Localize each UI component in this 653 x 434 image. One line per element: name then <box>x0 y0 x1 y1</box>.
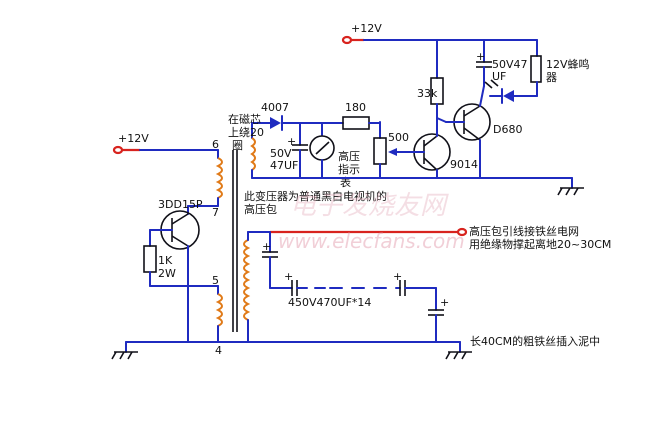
transistor-d680-label: D680 <box>493 123 522 136</box>
resistor-180-label: 180 <box>345 101 366 114</box>
terminal-icon <box>341 35 353 45</box>
pin-5: 5 <box>212 274 219 287</box>
transistor-9014-label: 9014 <box>450 158 478 171</box>
meter-label-3: 表 <box>340 175 351 189</box>
led-icon <box>484 79 514 104</box>
terminal-icon-left <box>112 145 124 155</box>
winding-note-2: 上绕20 <box>228 126 264 139</box>
svg-text:+: + <box>393 270 402 283</box>
watermark-url: www.elecfans.com <box>278 229 465 253</box>
transistor-3dd15p-label: 3DD15P <box>158 198 203 211</box>
meter-label-1: 高压 <box>338 149 360 163</box>
sensing-branch: + <box>251 115 381 179</box>
resistor-33k <box>430 39 444 119</box>
diode-icon <box>270 117 281 129</box>
resistor-1k-power: 2W <box>158 267 176 280</box>
left-supply-label: +12V <box>118 132 149 145</box>
buzzer-icon <box>513 39 542 97</box>
transformer-note-1: 此变压器为普通黑白电视机的 <box>244 189 387 203</box>
return-line <box>251 177 584 196</box>
buzzer-label-2: 器 <box>546 71 557 84</box>
meter-label-2: 指示 <box>338 162 360 176</box>
capacitor-chain-label: 450V470UF*14 <box>288 296 371 309</box>
transistor-d680 <box>445 85 491 179</box>
cap-value-label: UF <box>492 70 506 83</box>
primary-winding <box>187 149 223 215</box>
svg-text:+: + <box>284 270 293 283</box>
svg-text:+: + <box>287 135 296 148</box>
hv-output <box>270 227 468 237</box>
sense-coil <box>250 122 256 179</box>
transformer-note-2: 高压包 <box>244 202 277 216</box>
svg-text:+: + <box>262 240 271 253</box>
diode-label: 4007 <box>261 101 289 114</box>
resistor-33k-label: 33k <box>417 87 438 100</box>
watermark-brand: 电子发烧友网 <box>290 191 449 221</box>
winding-note-1: 在磁芯 <box>228 112 261 126</box>
capacitor-50v47: + <box>476 39 492 87</box>
transformer-core <box>232 150 238 332</box>
pin-4: 4 <box>215 344 222 357</box>
output-note-2: 用绝缘物撑起离地20~30CM <box>469 237 611 251</box>
winding-note-3: 圈 <box>232 139 243 152</box>
pin-6: 6 <box>212 138 219 151</box>
top-supply <box>341 35 538 45</box>
ground-bus <box>111 341 472 360</box>
svg-text:+: + <box>440 296 449 309</box>
svg-text:+: + <box>476 50 485 63</box>
secondary-winding <box>243 231 271 343</box>
capacitor-chain: + + + + <box>262 231 449 343</box>
resistor-180 <box>342 116 370 130</box>
cap-voltage-label: 50V47 <box>492 58 528 71</box>
cap-50v-label: 50V <box>270 147 292 160</box>
output-note-1: 高压包引线接铁丝电网 <box>469 224 579 238</box>
top-supply-label: +12V <box>351 22 382 35</box>
left-supply <box>112 145 219 155</box>
resistor-1k <box>143 229 219 287</box>
potentiometer-500 <box>373 121 397 179</box>
transistor-9014 <box>393 117 451 179</box>
ground-note: 长40CM的粗铁丝插入泥中 <box>470 334 600 348</box>
cap-47uf-label: 47UF <box>270 159 298 172</box>
pot-label: 500 <box>388 131 409 144</box>
pin-7: 7 <box>212 206 219 219</box>
feedback-winding <box>215 285 223 343</box>
hv-terminal-icon <box>456 227 468 237</box>
resistor-1k-value: 1K <box>158 254 173 267</box>
transistor-3dd15p <box>149 210 200 343</box>
buzzer-label-1: 12V蜂鸣 <box>546 57 590 71</box>
